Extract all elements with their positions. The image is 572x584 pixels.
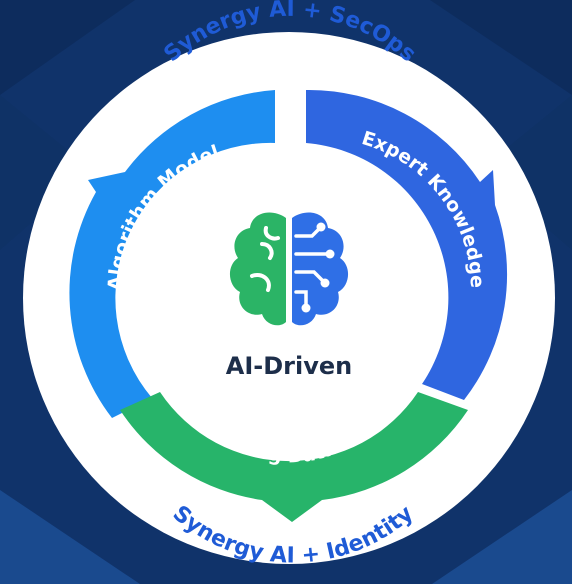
- bg-side-right: [480, 95, 572, 250]
- brain-icon: [229, 212, 349, 326]
- segment-expert-knowledge: [306, 89, 508, 401]
- segment-algorithm-model: [69, 90, 275, 418]
- segment-big-data: [120, 392, 468, 522]
- brain-fold-lines: [250, 226, 280, 292]
- brain-left-hemisphere: [229, 212, 286, 326]
- brain-circuit-nodes: [301, 222, 335, 313]
- bg-corner-bl: [0, 490, 140, 584]
- brain-circuit-lines: [294, 228, 328, 306]
- center-label: AI-Driven: [226, 352, 352, 380]
- bg-corner-tr: [430, 0, 572, 95]
- bg-corner-br: [432, 490, 572, 584]
- bg-side-left: [0, 95, 92, 250]
- bg-corner-tl: [0, 0, 135, 95]
- inner-white-circle: [139, 150, 439, 450]
